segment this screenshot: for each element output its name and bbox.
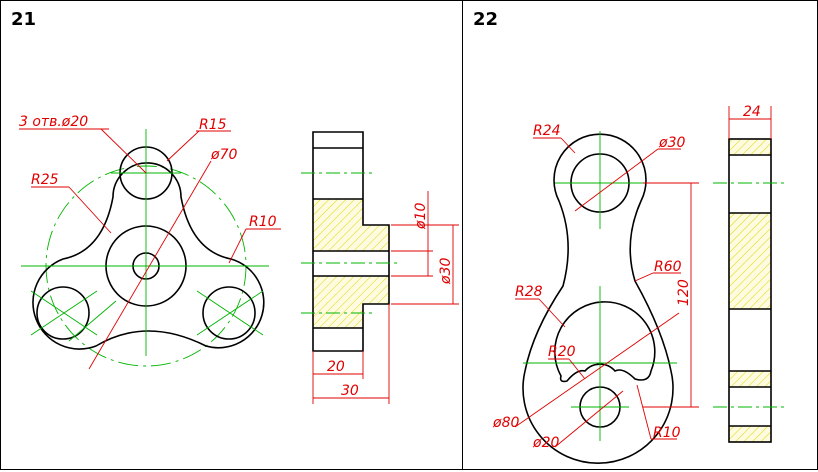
drawing-21-canvas: 3 отв.ø20 R15 ø70 R25 R10	[19, 114, 459, 404]
d30-label: ø30	[438, 258, 454, 285]
d70-label: ø70	[210, 147, 237, 163]
l120-label: 120	[676, 279, 692, 306]
side-hatch-3	[729, 371, 771, 387]
right-hole	[202, 286, 256, 340]
side-hatch-2	[729, 213, 771, 309]
left-hole-centerline-b	[30, 290, 98, 336]
hatch-upper	[313, 199, 363, 251]
side-view-dimensions-21: ø10 ø30 20 30	[312, 191, 459, 404]
r25-leader	[68, 186, 112, 234]
r15-leader	[166, 130, 200, 162]
d80-label: ø80	[492, 415, 519, 431]
side-outline	[728, 138, 772, 443]
rod-outline	[522, 133, 674, 465]
r10-leader	[636, 384, 652, 440]
l20-label: 20	[327, 359, 345, 375]
front-view-22	[522, 131, 677, 465]
r10-leader	[228, 228, 247, 264]
side-view-22: 24	[713, 104, 787, 443]
d20-label: ø20	[532, 435, 559, 451]
r24-label: R24	[533, 123, 561, 139]
lower-slot	[554, 301, 656, 383]
d10-label: ø10	[413, 203, 429, 230]
l30-label: 30	[341, 383, 359, 399]
d80-dim-line	[514, 312, 680, 428]
d70-dimension-line	[88, 160, 212, 370]
front-view-21	[21, 129, 269, 367]
right-hole-centerline-b	[196, 290, 264, 336]
r10-label: R10	[653, 425, 681, 441]
d30-leader	[574, 148, 659, 212]
r60-label: R60	[654, 259, 682, 275]
hatch-lower	[313, 276, 363, 328]
holes-leader	[100, 128, 147, 174]
r15-label: R15	[199, 117, 227, 133]
hatch-upper-boss	[363, 225, 389, 251]
side-hatch-4	[729, 426, 771, 442]
drawing-number: 21	[11, 9, 37, 30]
r24-leader	[560, 137, 576, 154]
r28-label: R28	[515, 284, 543, 300]
r20-leader	[568, 358, 586, 380]
w24-label: 24	[743, 104, 761, 120]
r10-label: R10	[249, 214, 277, 230]
r20-label: R20	[548, 344, 576, 360]
r25-label: R25	[31, 172, 59, 188]
drawing-22-canvas: R24 ø30 120 R60 R28 R20 ø80 ø20 R10	[492, 104, 787, 465]
radial-centerline	[68, 300, 117, 342]
r60-leader	[634, 272, 654, 282]
side-hatch-1	[729, 139, 771, 155]
side-view-21	[301, 131, 401, 352]
left-hole	[36, 286, 90, 340]
drawing-panel-21: 21	[0, 0, 463, 470]
front-view-dimensions-21: 3 отв.ø20 R15 ø70 R25 R10	[19, 114, 281, 370]
d20-dim-line	[554, 390, 624, 448]
drawing-number: 22	[473, 9, 499, 30]
plate-outline	[32, 162, 265, 350]
front-view-dimensions-22: R24 ø30 120 R60 R28 R20 ø80 ø20 R10	[492, 123, 699, 451]
d30-label: ø30	[658, 135, 685, 151]
r28-leader	[538, 298, 566, 328]
drawing-panel-22: 22 R24 ø30	[463, 0, 818, 470]
holes-label: 3 отв.ø20	[19, 114, 88, 130]
hatch-lower-boss	[363, 276, 389, 304]
